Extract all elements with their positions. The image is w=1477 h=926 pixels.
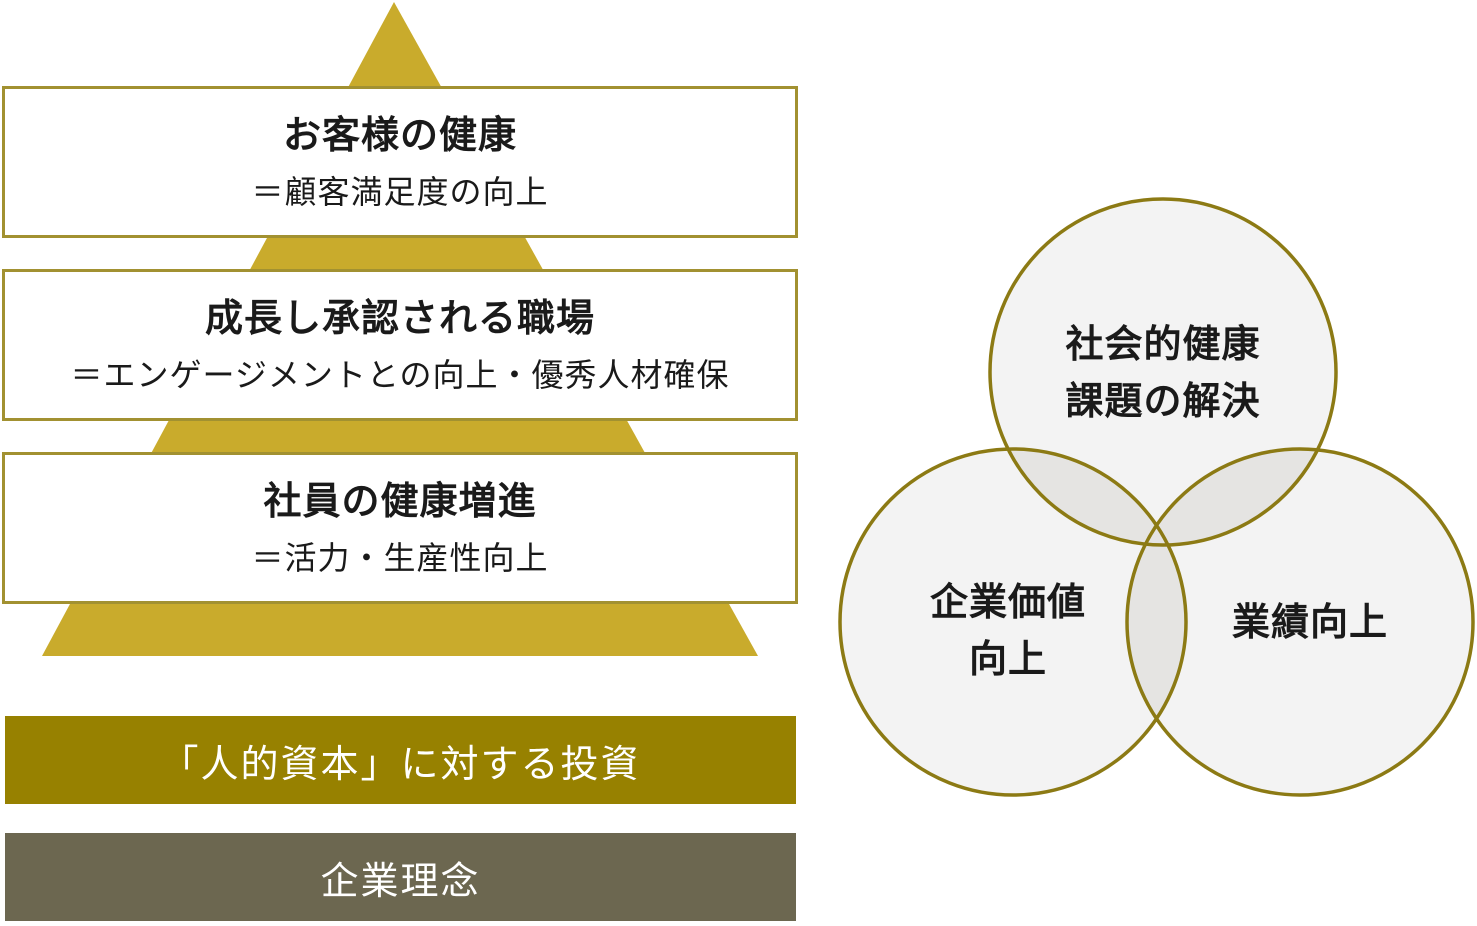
venn-circle-left-fill (840, 449, 1186, 795)
venn-label-right-line1: 業績向上 (1231, 600, 1388, 644)
philosophy-label: 企業理念 (320, 858, 481, 903)
tier-workplace: 成長し承認される職場 ＝エンゲージメントとの向上・優秀人材確保 (2, 269, 798, 421)
tier-subtitle: ＝エンゲージメントとの向上・優秀人材確保 (70, 355, 730, 394)
venn-label-top-line1: 社会的健康 (1065, 322, 1261, 366)
venn-overlap-top-right (1127, 449, 1336, 545)
venn-label-right: 業績向上 (1200, 594, 1420, 651)
venn-diagram (838, 197, 1475, 797)
tier-customer-health: お客様の健康 ＝顧客満足度の向上 (2, 86, 798, 238)
investment-label: 「人的資本」に対する投資 (160, 741, 641, 786)
tier-title: 社員の健康増進 (263, 479, 537, 523)
venn-label-left-line2: 向上 (968, 637, 1047, 681)
tier-title: お客様の健康 (282, 113, 517, 157)
venn-circle-top (988, 197, 1338, 547)
venn-label-top: 社会的健康 課題の解決 (1038, 316, 1288, 430)
investment-band: 「人的資本」に対する投資 (5, 716, 796, 804)
venn-label-top-line2: 課題の解決 (1065, 379, 1261, 423)
tier-subtitle: ＝顧客満足度の向上 (251, 172, 549, 211)
tier-employee-health: 社員の健康増進 ＝活力・生産性向上 (2, 452, 798, 604)
venn-circle-left (838, 447, 1188, 797)
venn-circle-right (1125, 447, 1475, 797)
tier-title: 成長し承認される職場 (204, 296, 595, 340)
venn-label-left: 企業価値 向上 (898, 574, 1118, 688)
tier-subtitle: ＝活力・生産性向上 (251, 538, 549, 577)
venn-label-left-line1: 企業価値 (929, 580, 1086, 624)
philosophy-band: 企業理念 (5, 833, 796, 921)
